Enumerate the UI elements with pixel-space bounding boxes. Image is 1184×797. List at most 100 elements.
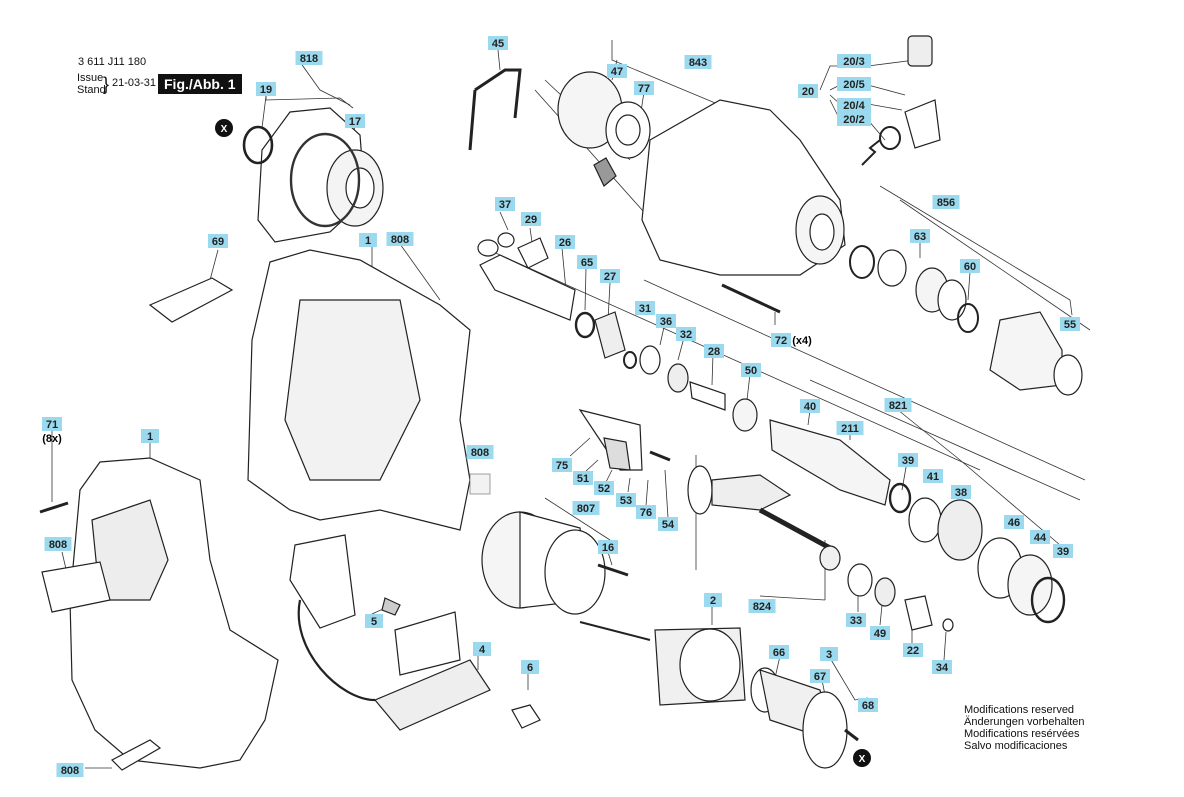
issue-label: Issue: [77, 72, 104, 84]
callout-77: 77: [634, 81, 654, 95]
callout-36: 36: [656, 314, 676, 328]
callout-box: [1060, 317, 1080, 331]
callout-text: 27: [604, 271, 616, 283]
callout-65: 65: [577, 255, 597, 269]
callout-66: 66: [769, 645, 789, 659]
callout-box: [359, 233, 377, 247]
callout-box: [141, 429, 159, 443]
callout-text: 60: [964, 261, 976, 273]
modifications-notice: Modifications reserved Änderungen vorbeh…: [964, 704, 1084, 752]
qty-note-71: (8x): [42, 433, 62, 445]
callout-text: 67: [814, 671, 826, 683]
callout-box: [820, 647, 838, 661]
callout-20-3: 20/3: [837, 54, 871, 68]
callout-box: [837, 77, 871, 91]
callout-text: 66: [773, 647, 785, 659]
callout-text: 856: [937, 197, 955, 209]
callout-box: [572, 501, 600, 515]
callout-808: 808: [466, 445, 494, 459]
callout-60: 60: [960, 259, 980, 273]
callout-box: [932, 195, 960, 209]
callout-text: 29: [525, 214, 537, 226]
callout-20-2: 20/2: [837, 112, 871, 126]
callout-text: 824: [753, 601, 772, 613]
callout-27: 27: [600, 269, 620, 283]
callout-box: [810, 669, 830, 683]
callout-text: 44: [1034, 532, 1047, 544]
callout-54: 54: [658, 517, 678, 531]
x-marker-bottom: [853, 749, 871, 767]
callout-33: 33: [846, 613, 866, 627]
callout-box: [837, 112, 871, 126]
callout-box: [658, 517, 678, 531]
callout-box: [616, 493, 636, 507]
callout-text: 63: [914, 231, 926, 243]
callout-box: [208, 234, 228, 248]
callout-808: 808: [56, 763, 84, 777]
callout-63: 63: [910, 229, 930, 243]
callout-76: 76: [636, 505, 656, 519]
callout-text: 36: [660, 316, 672, 328]
callout-1: 1: [141, 429, 159, 443]
callout-31: 31: [635, 301, 655, 315]
callout-45: 45: [488, 36, 508, 50]
callout-text: 808: [471, 447, 489, 459]
callout-20: 20: [798, 84, 818, 98]
callout-box: [521, 660, 539, 674]
callout-box: [898, 453, 918, 467]
callout-text: 34: [936, 662, 949, 674]
callout-1: 1: [359, 233, 377, 247]
callout-text: 818: [300, 53, 318, 65]
callout-box: [771, 333, 791, 347]
callout-box: [577, 255, 597, 269]
callout-box: [769, 645, 789, 659]
callout-72: 72: [771, 333, 791, 347]
callout-4: 4: [473, 642, 491, 656]
callout-text: 71: [46, 419, 58, 431]
callout-text: 807: [577, 503, 595, 515]
callout-text: 843: [689, 57, 707, 69]
callout-38: 38: [951, 485, 971, 499]
callout-50: 50: [741, 363, 761, 377]
callout-text: 20/2: [843, 114, 864, 126]
callout-807: 807: [572, 501, 600, 515]
callout-text: 6: [527, 662, 533, 674]
callout-text: 16: [602, 542, 614, 554]
callout-808: 808: [44, 537, 72, 551]
callout-text: 20/4: [843, 100, 865, 112]
callout-40: 40: [800, 399, 820, 413]
callout-19: 19: [256, 82, 276, 96]
callout-text: 211: [841, 423, 859, 435]
issue-date: 21-03-31: [112, 77, 157, 89]
callout-box: [837, 54, 871, 68]
callout-51: 51: [573, 471, 593, 485]
callout-47: 47: [607, 64, 627, 78]
callout-text: 808: [49, 539, 67, 551]
callout-text: 19: [260, 84, 272, 96]
callout-29: 29: [521, 212, 541, 226]
callout-box: [910, 229, 930, 243]
callout-211: 211: [836, 421, 864, 435]
callout-text: 22: [907, 645, 919, 657]
callout-text: 69: [212, 236, 224, 248]
component-drawings: [39, 35, 1083, 771]
callout-box: [466, 445, 494, 459]
callout-box: [594, 481, 614, 495]
callout-text: 808: [391, 234, 409, 246]
callout-856: 856: [932, 195, 960, 209]
x-marker-top: [215, 119, 233, 137]
callout-44: 44: [1030, 530, 1050, 544]
callout-box: [598, 540, 618, 554]
callout-843: 843: [684, 55, 712, 69]
callout-box: [607, 64, 627, 78]
callout-text: 39: [1057, 546, 1069, 558]
callout-box: [473, 642, 491, 656]
stand-label: Stand: [77, 84, 106, 96]
callout-808: 808: [386, 232, 414, 246]
callout-text: 52: [598, 483, 610, 495]
callout-box: [837, 98, 871, 112]
callout-box: [1053, 544, 1073, 558]
callout-52: 52: [594, 481, 614, 495]
